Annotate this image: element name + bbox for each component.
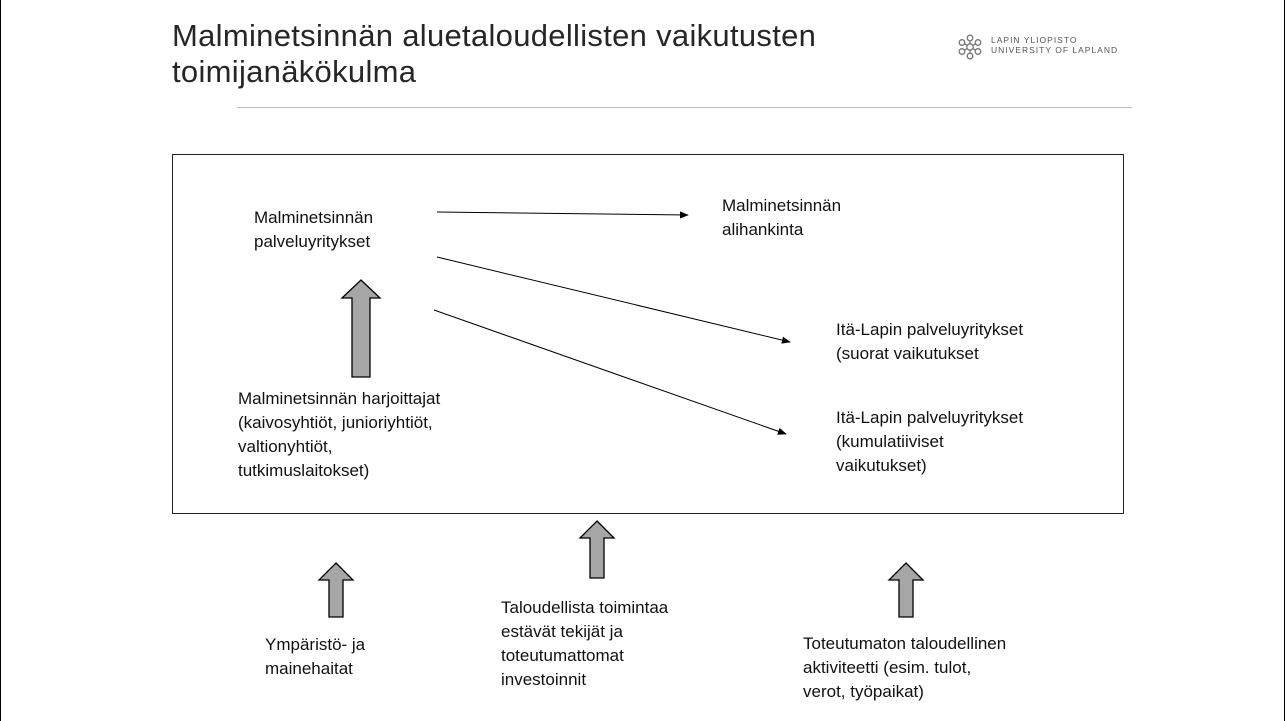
node-practitioners-line-3: valtionyhtiöt,	[238, 437, 333, 456]
factor-unrealized-activity: Toteutumaton taloudellinen aktiviteetti …	[803, 632, 1006, 704]
node-east-lapland-cumulative-line-1: Itä-Lapin palveluyritykset	[836, 408, 1024, 427]
factor-barriers-line-3: toteutumattomat	[501, 646, 624, 665]
factor-unrealized-line-1: Toteutumaton taloudellinen	[803, 634, 1007, 653]
node-east-lapland-cumulative-line-2: (kumulatiiviset	[836, 432, 944, 451]
node-subcontracting: Malminetsinnän alihankinta	[722, 194, 841, 242]
node-exploration-services: Malminetsinnän palveluyritykset	[254, 206, 373, 254]
university-logo: LAPIN YLIOPISTO UNIVERSITY OF LAPLAND	[955, 29, 1165, 65]
block-arrow-up-environment	[317, 562, 355, 618]
factor-barriers-line-2: estävät tekijät ja	[501, 622, 623, 641]
node-practitioners-line-1: Malminetsinnän harjoittajat	[238, 389, 441, 408]
diagram-frame	[172, 154, 1124, 514]
factor-environment: Ympäristö- ja mainehaitat	[265, 633, 365, 681]
snowflake-logo-icon	[958, 34, 982, 60]
slide-right-edge	[1284, 0, 1285, 721]
factor-unrealized-line-3: verot, työpaikat)	[803, 682, 924, 701]
node-exploration-practitioners: Malminetsinnän harjoittajat (kaivosyhtiö…	[238, 387, 440, 483]
slide-title-line-2: toimijanäkökulma	[172, 54, 417, 89]
factor-barriers: Taloudellista toimintaa estävät tekijät …	[501, 596, 668, 692]
node-exploration-services-line-2: palveluyritykset	[254, 232, 371, 251]
block-arrow-up-large	[340, 279, 382, 378]
node-subcontracting-line-1: Malminetsinnän	[722, 196, 842, 215]
node-east-lapland-direct-line-1: Itä-Lapin palveluyritykset	[836, 320, 1024, 339]
factor-unrealized-line-2: aktiviteetti (esim. tulot,	[803, 658, 972, 677]
arrow-to-east-direct	[436, 256, 791, 344]
logo-text: LAPIN YLIOPISTO UNIVERSITY OF LAPLAND	[991, 35, 1118, 55]
node-east-lapland-cumulative: Itä-Lapin palveluyritykset (kumulatiivis…	[836, 406, 1023, 478]
block-arrow-up-barriers	[578, 520, 616, 579]
logo-line-1: LAPIN YLIOPISTO	[991, 35, 1078, 45]
block-arrow-up-unrealized	[887, 562, 925, 618]
slide-title: Malminetsinnän aluetaloudellisten vaikut…	[172, 18, 816, 90]
factor-environment-line-1: Ympäristö- ja	[265, 635, 366, 654]
arrow-to-subcontracting	[436, 211, 689, 219]
node-east-lapland-cumulative-line-3: vaikutukset)	[836, 456, 927, 475]
slide-title-line-1: Malminetsinnän aluetaloudellisten vaikut…	[172, 18, 817, 53]
node-east-lapland-direct-line-2: (suorat vaikutukset	[836, 344, 979, 363]
title-divider	[237, 107, 1132, 108]
node-subcontracting-line-2: alihankinta	[722, 220, 804, 239]
factor-environment-line-2: mainehaitat	[265, 659, 353, 678]
node-practitioners-line-4: tutkimuslaitokset)	[238, 461, 370, 480]
logo-line-2: UNIVERSITY OF LAPLAND	[991, 45, 1119, 55]
arrow-to-east-cumulative	[433, 309, 787, 435]
factor-barriers-line-4: investoinnit	[501, 670, 587, 689]
node-east-lapland-direct: Itä-Lapin palveluyritykset (suorat vaiku…	[836, 318, 1023, 366]
slide-left-edge	[0, 0, 1, 721]
node-exploration-services-line-1: Malminetsinnän	[254, 208, 374, 227]
node-practitioners-line-2: (kaivosyhtiöt, junioriyhtiöt,	[238, 413, 433, 432]
factor-barriers-line-1: Taloudellista toimintaa	[501, 598, 669, 617]
